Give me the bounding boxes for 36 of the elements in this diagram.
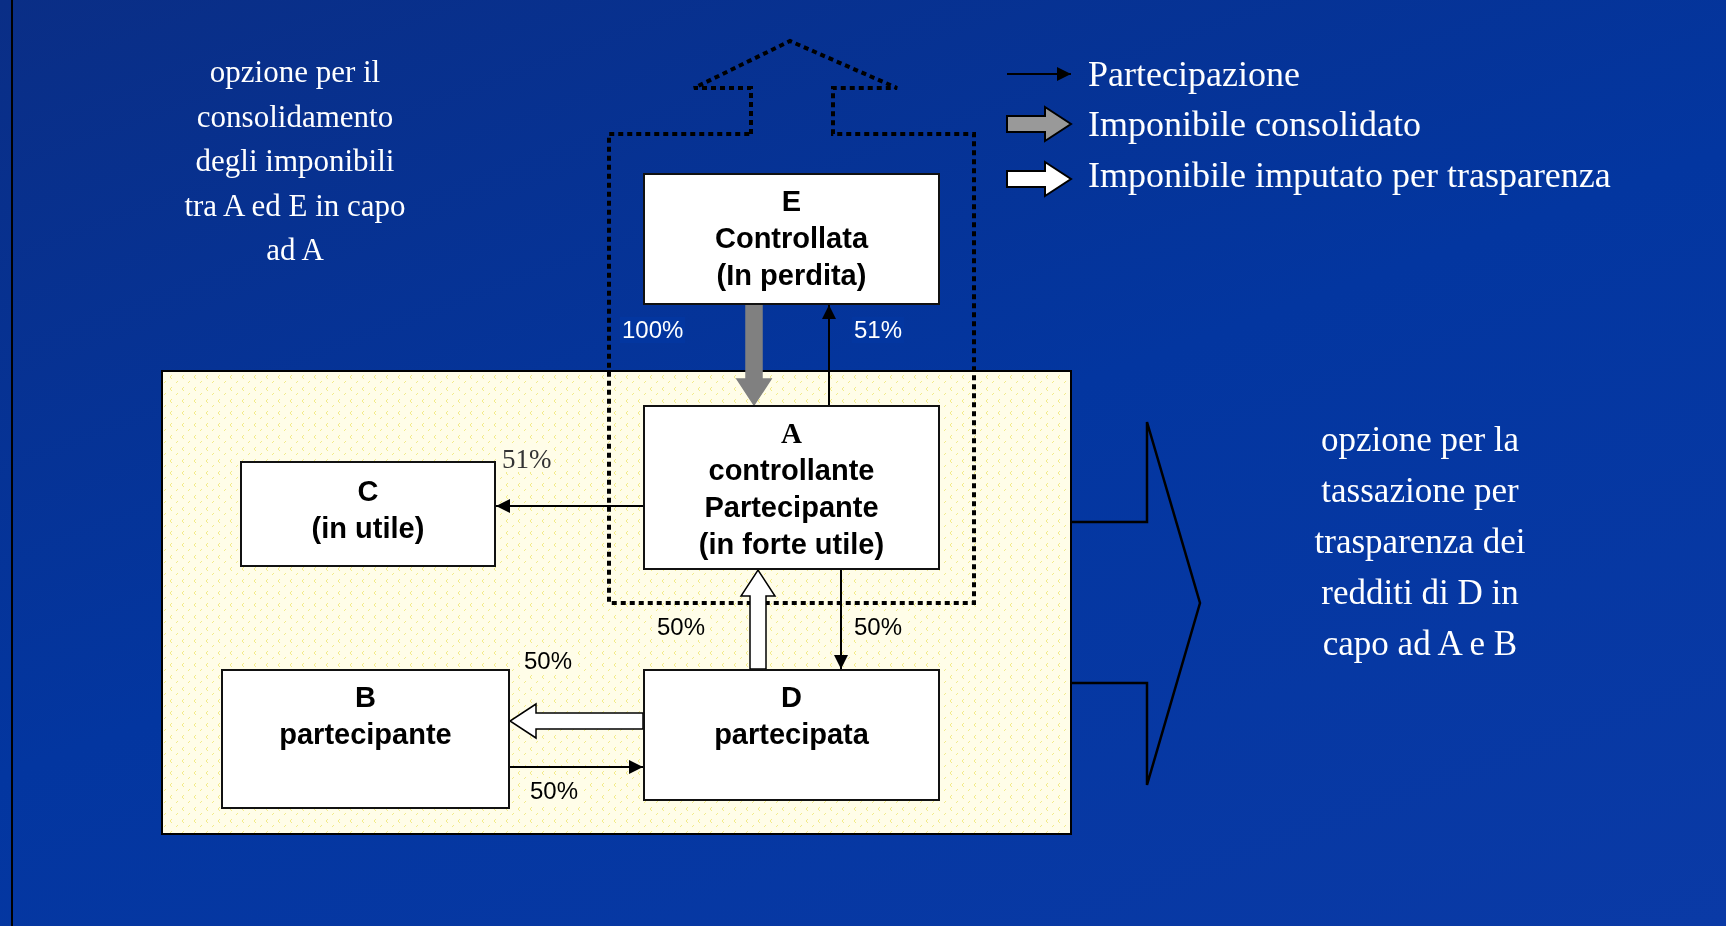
arrow [735,304,773,407]
arrow [509,760,644,774]
company-box [240,461,496,567]
percentage-label: 50% [522,648,575,674]
percentage-label: 50% [852,614,905,640]
arrow [495,499,644,513]
company-description: (In perdita) [716,258,867,293]
legend-label: Imponibile consolidato [1088,104,1421,144]
company-description: Partecipante [704,490,879,525]
company-letter: B [355,680,376,715]
company-box [221,669,510,809]
company-description: (in forte utile) [698,527,885,562]
option-note: opzione per il consolidamento degli imponibili tra A ed E in capo ad A [183,53,407,269]
percentage-label: 100% [620,317,686,343]
company-letter: D [781,680,802,715]
company-letter: C [357,474,379,509]
company-letter: A [781,416,802,451]
arrow [834,569,848,670]
percentage-label: 50% [655,614,708,640]
company-description: (in utile) [311,511,425,546]
arrow [508,702,644,740]
percentage-label: 51% [852,317,905,343]
arrow [739,568,777,670]
legend-label: Imponibile imputato per trasparenza [1088,155,1611,195]
company-description: controllante [708,453,875,488]
company-box [643,669,940,801]
company-description: Controllata [714,221,869,256]
company-box [643,173,940,305]
company-box [643,405,940,570]
percentage-label: 51% [500,446,554,472]
company-letter: E [781,184,802,219]
company-description: partecipata [714,717,869,752]
company-description: partecipante [279,717,452,752]
percentage-label: 50% [528,778,581,804]
legend-label: Partecipazione [1088,54,1300,94]
option-note: opzione per la tassazione per trasparenza dei redditi di D in capo ad A e B [1313,419,1527,665]
